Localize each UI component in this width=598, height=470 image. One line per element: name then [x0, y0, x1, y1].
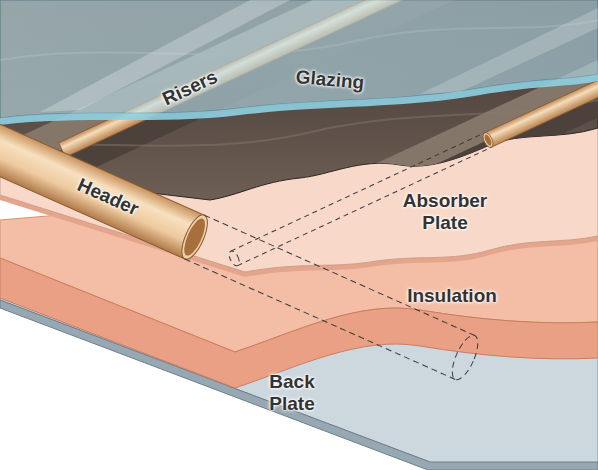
header-body: [0, 112, 204, 259]
insulation-edge: [0, 258, 598, 388]
header-pipe: [0, 112, 483, 383]
hidden-outline: [227, 249, 241, 267]
part-label: Risers: [159, 66, 221, 110]
part-label: Back Plate: [257, 371, 327, 415]
hidden-outline: [185, 259, 455, 379]
header-end: [177, 212, 213, 263]
hidden-outline: [204, 215, 474, 335]
part-label: Glazing: [295, 66, 365, 94]
riser-end: [481, 131, 495, 149]
header-bore: [180, 216, 209, 258]
part-label: Absorber Plate: [395, 190, 495, 234]
part-label: Header: [74, 174, 142, 220]
hidden-outline: [447, 332, 483, 383]
glass-highlight: [40, 0, 290, 112]
part-label: Insulation: [407, 285, 497, 307]
glass-highlight: [420, 8, 598, 94]
fin-group: [0, 0, 598, 290]
glazing-panel: [0, 0, 598, 118]
riser-bore: [483, 133, 493, 146]
